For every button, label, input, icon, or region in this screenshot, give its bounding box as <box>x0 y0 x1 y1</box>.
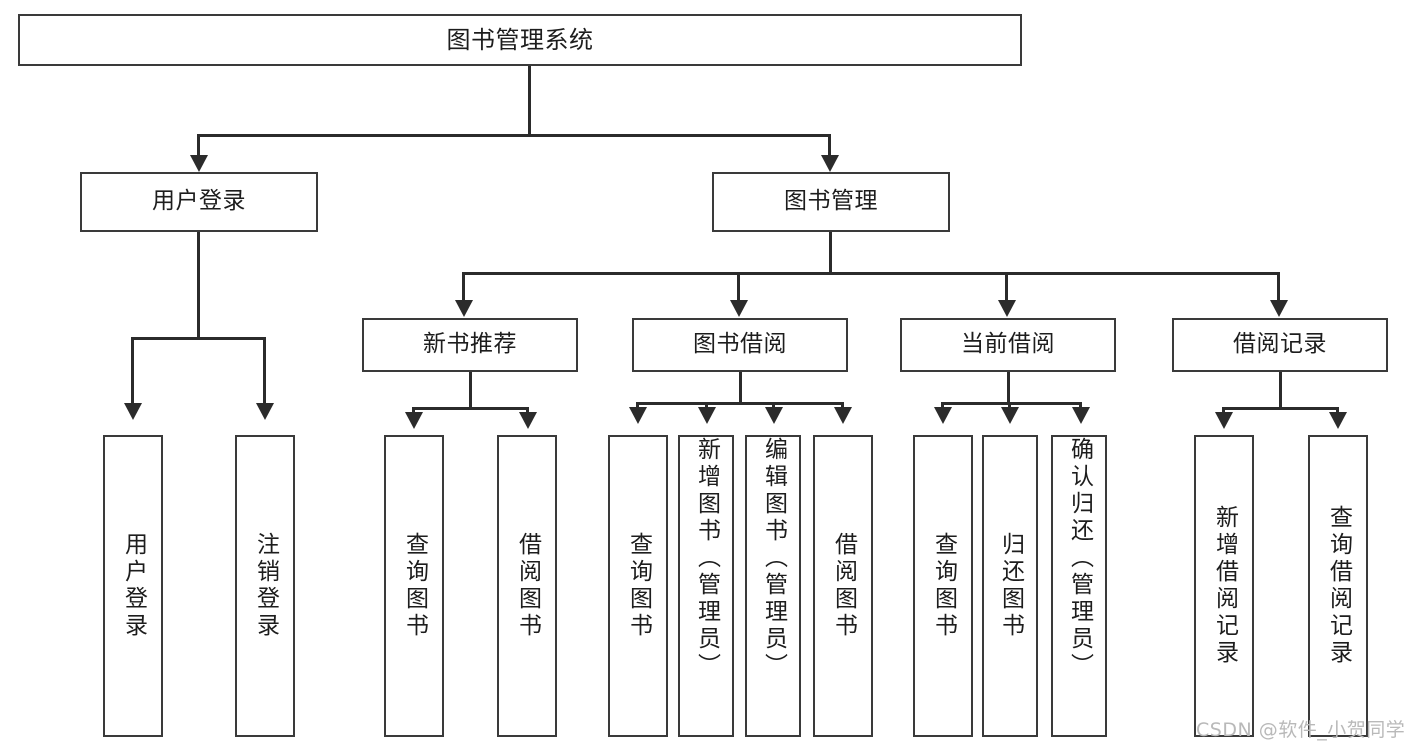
connector-user-login-drop-2 <box>263 337 266 407</box>
connector-user-login-drop-1 <box>131 337 134 407</box>
connector-borrow-record-stem <box>1279 372 1282 410</box>
leaf-add-book-admin[interactable]: 新增图书（管理员） <box>678 435 734 737</box>
connector-current-borrow-drop-3 <box>1079 402 1082 410</box>
arrow-to-book-borrow <box>730 300 748 317</box>
arrow-to-borrow-record <box>1270 300 1288 317</box>
connector-level3-bar <box>462 272 1280 275</box>
leaf-borrow-book-borrow[interactable]: 借阅图书 <box>813 435 873 737</box>
connector-level2-bar <box>197 134 831 137</box>
node-root-book-management-system[interactable]: 图书管理系统 <box>18 14 1022 66</box>
arrow-to-book-manage <box>821 155 839 172</box>
connector-book-borrow-bar <box>636 402 844 405</box>
connector-borrow-record-drop-1 <box>1222 407 1225 415</box>
connector-borrow-record-bar <box>1222 407 1339 410</box>
connector-book-borrow-drop-2 <box>705 402 708 410</box>
leaf-query-book-current[interactable]: 查询图书 <box>913 435 973 737</box>
connector-borrow-record-drop-2 <box>1336 407 1339 415</box>
leaf-add-borrow-record[interactable]: 新增借阅记录 <box>1194 435 1254 737</box>
arrow-leaf-query-book-3 <box>934 407 952 424</box>
node-label: 查询图书 <box>401 532 428 640</box>
connector-level3-drop-4 <box>1277 272 1280 304</box>
connector-book-borrow-drop-4 <box>841 402 844 410</box>
connector-book-borrow-drop-3 <box>772 402 775 410</box>
arrow-to-current-borrow <box>998 300 1016 317</box>
connector-current-borrow-stem <box>1007 372 1010 404</box>
node-label: 查询图书 <box>625 532 652 640</box>
node-label: 归还图书 <box>997 532 1024 640</box>
node-label: 查询借阅记录 <box>1325 505 1352 667</box>
node-label: 借阅记录 <box>1233 331 1327 358</box>
connector-current-borrow-drop-2 <box>1008 402 1011 410</box>
leaf-edit-book-admin[interactable]: 编辑图书（管理员） <box>745 435 801 737</box>
connector-new-book-drop-2 <box>526 407 529 415</box>
arrow-to-user-login <box>190 155 208 172</box>
connector-root-stem <box>528 66 531 136</box>
arrow-leaf-confirm-return <box>1072 407 1090 424</box>
connector-book-borrow-drop-1 <box>636 402 639 410</box>
connector-user-login-stem <box>197 232 200 339</box>
connector-book-borrow-stem <box>739 372 742 404</box>
node-borrow-record[interactable]: 借阅记录 <box>1172 318 1388 372</box>
arrow-leaf-query-book-2 <box>629 407 647 424</box>
arrow-leaf-borrow-book-2 <box>834 407 852 424</box>
connector-book-manage-stem <box>829 232 832 274</box>
connector-current-borrow-bar <box>941 402 1082 405</box>
node-label: 编辑图书（管理员） <box>760 437 787 680</box>
arrow-leaf-add-record <box>1215 412 1233 429</box>
node-label: 图书管理 <box>784 188 878 215</box>
connector-new-book-stem <box>469 372 472 410</box>
arrow-leaf-user-login <box>124 403 142 420</box>
node-label: 图书借阅 <box>693 331 787 358</box>
leaf-borrow-book-recommend[interactable]: 借阅图书 <box>497 435 557 737</box>
connector-to-book-manage <box>828 134 831 158</box>
node-new-book-recommend[interactable]: 新书推荐 <box>362 318 578 372</box>
leaf-query-borrow-record[interactable]: 查询借阅记录 <box>1308 435 1368 737</box>
node-book-borrow[interactable]: 图书借阅 <box>632 318 848 372</box>
leaf-logout-login[interactable]: 注销登录 <box>235 435 295 737</box>
arrow-to-new-book-recommend <box>455 300 473 317</box>
node-label: 用户登录 <box>120 532 147 640</box>
connector-new-book-bar <box>412 407 529 410</box>
node-current-borrow[interactable]: 当前借阅 <box>900 318 1116 372</box>
node-user-login[interactable]: 用户登录 <box>80 172 318 232</box>
connector-level3-drop-2 <box>737 272 740 304</box>
node-label: 注销登录 <box>252 532 279 640</box>
node-label: 用户登录 <box>152 188 246 215</box>
node-label: 新增图书（管理员） <box>693 437 720 680</box>
node-label: 新增借阅记录 <box>1211 505 1238 667</box>
node-label: 确认归还（管理员） <box>1066 437 1093 680</box>
node-label: 查询图书 <box>930 532 957 640</box>
node-label: 新书推荐 <box>423 331 517 358</box>
leaf-confirm-return-admin[interactable]: 确认归还（管理员） <box>1051 435 1107 737</box>
connector-to-user-login <box>197 134 200 158</box>
arrow-leaf-borrow-book-1 <box>519 412 537 429</box>
node-label: 借阅图书 <box>514 532 541 640</box>
arrow-leaf-logout <box>256 403 274 420</box>
arrow-leaf-return-book <box>1001 407 1019 424</box>
connector-new-book-drop-1 <box>412 407 415 415</box>
node-label: 当前借阅 <box>961 331 1055 358</box>
connector-current-borrow-drop-1 <box>941 402 944 410</box>
node-label: 借阅图书 <box>830 532 857 640</box>
leaf-user-login[interactable]: 用户登录 <box>103 435 163 737</box>
arrow-leaf-edit-book <box>765 407 783 424</box>
connector-user-login-bar <box>131 337 266 340</box>
leaf-query-book-borrow[interactable]: 查询图书 <box>608 435 668 737</box>
arrow-leaf-query-record <box>1329 412 1347 429</box>
arrow-leaf-query-book-1 <box>405 412 423 429</box>
connector-level3-drop-3 <box>1005 272 1008 304</box>
node-label: 图书管理系统 <box>446 25 594 54</box>
leaf-return-book[interactable]: 归还图书 <box>982 435 1038 737</box>
connector-level3-drop-1 <box>462 272 465 304</box>
leaf-query-book-recommend[interactable]: 查询图书 <box>384 435 444 737</box>
node-book-management[interactable]: 图书管理 <box>712 172 950 232</box>
arrow-leaf-add-book <box>698 407 716 424</box>
